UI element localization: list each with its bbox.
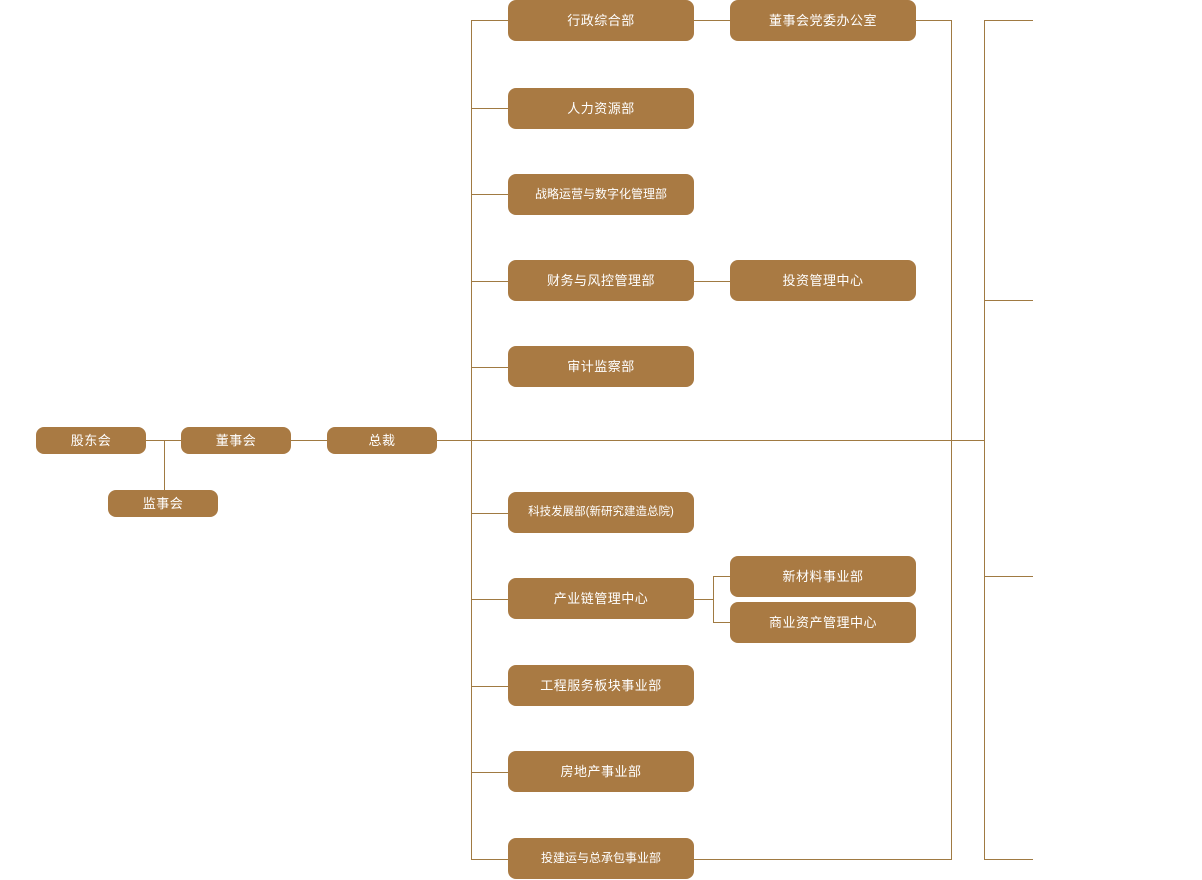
connector-stub-tech-development-dept [471, 513, 508, 514]
connector-stub-real-estate-division [471, 772, 508, 773]
node-investment-construction-epc-division[interactable]: 投建运与总承包事业部 [508, 838, 694, 879]
connector-stub-finance-dept [471, 281, 508, 282]
connector-president-trunk [437, 440, 985, 441]
connector-stub-engineering-services-division [471, 686, 508, 687]
connector-bottom-division-to-right-rail [694, 859, 952, 860]
node-engineering-services-division[interactable]: 工程服务板块事业部 [508, 665, 694, 706]
connector-board-to-supervisory-drop [164, 440, 165, 504]
connector-stub-audit-dept [471, 367, 508, 368]
connector-party-office-to-right-rail [916, 20, 952, 21]
node-commercial-asset-management-center[interactable]: 商业资产管理中心 [730, 602, 916, 643]
node-board-of-directors[interactable]: 董事会 [181, 427, 291, 454]
node-investment-management-center[interactable]: 投资管理中心 [730, 260, 916, 301]
connector-stub-supply-chain-center [471, 599, 508, 600]
connector-bracket-to-new-materials [713, 576, 730, 577]
rail-inner-right-vertical [951, 20, 952, 859]
node-supervisory-board[interactable]: 监事会 [108, 490, 218, 517]
rail-outer-right-vertical [984, 20, 985, 859]
connector-board-to-president [291, 440, 327, 441]
connector-admin-to-party-office [694, 20, 730, 21]
connector-supply-chain-bracket-vertical [713, 576, 714, 622]
connector-stub-admin-dept [471, 20, 508, 21]
node-shareholders-meeting[interactable]: 股东会 [36, 427, 146, 454]
node-tech-development-dept[interactable]: 科技发展部(新研究建造总院) [508, 492, 694, 533]
node-admin-general-dept[interactable]: 行政综合部 [508, 0, 694, 41]
rail-departments-vertical [471, 20, 472, 859]
node-real-estate-division[interactable]: 房地产事业部 [508, 751, 694, 792]
connector-stub-hr-dept [471, 108, 508, 109]
connector-outer-rail-stub-upper [984, 300, 1033, 301]
node-new-materials-division[interactable]: 新材料事业部 [730, 556, 916, 597]
connector-stub-strategy-dept [471, 194, 508, 195]
connector-outer-rail-stub-lower [984, 576, 1033, 577]
node-industry-chain-management-center[interactable]: 产业链管理中心 [508, 578, 694, 619]
connector-finance-to-investment-center [694, 281, 730, 282]
connector-stub-investment-construction-division [471, 859, 508, 860]
connector-outer-rail-stub-bottom [984, 859, 1033, 860]
connector-outer-rail-stub-top [984, 20, 1033, 21]
node-finance-risk-dept[interactable]: 财务与风控管理部 [508, 260, 694, 301]
node-strategy-operations-digital-dept[interactable]: 战略运营与数字化管理部 [508, 174, 694, 215]
node-hr-dept[interactable]: 人力资源部 [508, 88, 694, 129]
node-board-party-office[interactable]: 董事会党委办公室 [730, 0, 916, 41]
node-audit-supervision-dept[interactable]: 审计监察部 [508, 346, 694, 387]
connector-supply-chain-bracket-stem [694, 599, 714, 600]
node-president[interactable]: 总裁 [327, 427, 437, 454]
connector-bracket-to-commercial-asset [713, 622, 730, 623]
